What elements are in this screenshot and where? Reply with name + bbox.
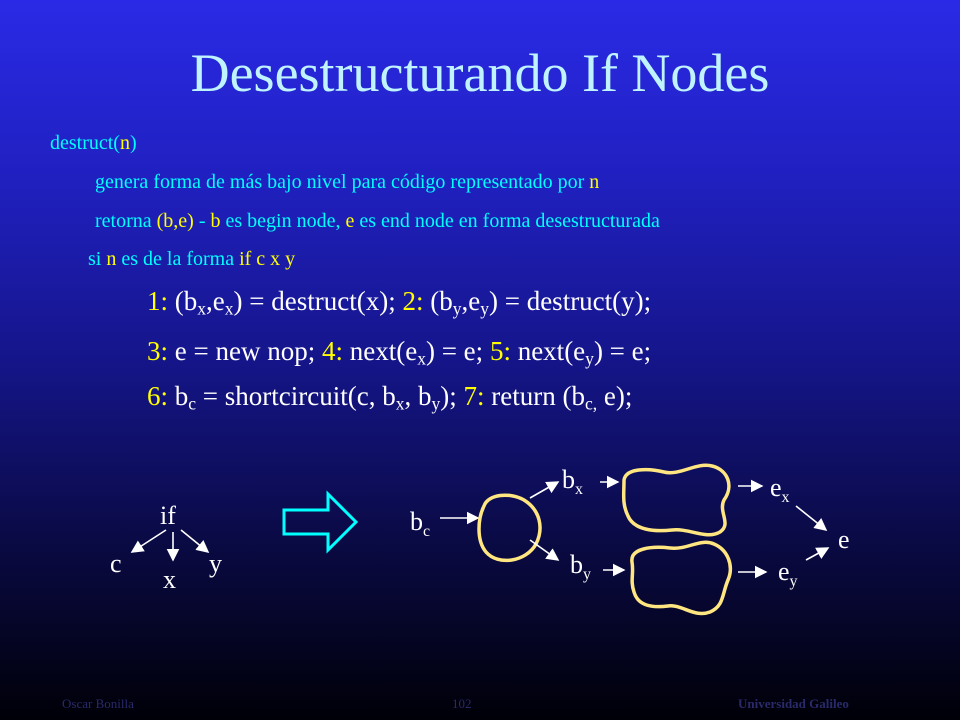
text-segment: destruct(	[50, 132, 120, 154]
line-si: si n es de la forma if c x y	[88, 248, 295, 271]
text-segment: b	[210, 210, 221, 232]
code-text: (b	[423, 286, 453, 316]
step-number: 1:	[147, 286, 169, 316]
code-text: );	[440, 381, 457, 411]
destructured-graph: bc bx by ex ey e	[410, 463, 850, 616]
tree-right-label: y	[209, 549, 222, 578]
step-line-6-7: 6: bc = shortcircuit(c, bx, by); 7: retu…	[147, 381, 632, 414]
footer-page-number: 102	[452, 696, 472, 711]
text-segment: retorna	[95, 210, 157, 232]
text-segment: n	[106, 248, 117, 270]
tree-root-label: if	[160, 501, 176, 530]
edge-ex-e	[795, 505, 828, 531]
node-bx-label: bx	[562, 465, 583, 498]
code-subscript: x	[197, 298, 207, 319]
code-subscript: x	[417, 348, 426, 369]
tree-edge-y	[180, 529, 210, 554]
text-segment: e	[345, 210, 355, 232]
code-subscript: y	[585, 348, 594, 369]
code-text: next(e	[342, 336, 418, 366]
text-segment: es de la forma	[116, 248, 240, 270]
step-number: 3:	[147, 336, 169, 366]
text-segment: genera forma de más bajo nivel para códi…	[95, 171, 590, 193]
text-segment: (b,e)	[156, 210, 194, 232]
footer-author: Oscar Bonilla	[62, 696, 134, 711]
code-text: return (b	[484, 381, 585, 411]
tree-left-label: c	[110, 549, 122, 578]
code-text: next(e	[510, 336, 586, 366]
line-destruct-signature: destruct(n)	[50, 132, 137, 155]
code-text: b	[168, 381, 189, 411]
node-by-label: by	[570, 550, 591, 583]
code-subscript: x	[395, 393, 405, 414]
text-segment: n	[119, 132, 130, 154]
edge-ey-e	[805, 547, 830, 561]
step-number: 7:	[463, 381, 485, 411]
code-subscript: y	[431, 393, 441, 414]
code-text: ) = e;	[425, 336, 484, 366]
line-retorna: retorna (b,e) - b es begin node, e es en…	[95, 210, 660, 233]
code-subscript: x	[224, 298, 234, 319]
code-text: ,e	[206, 286, 225, 316]
step-line-3-5: 3: e = new nop; 4: next(ex) = e; 5: next…	[147, 336, 651, 369]
node-bc-label: bc	[410, 507, 430, 540]
text-segment: es end node en forma desestructurada	[354, 210, 660, 232]
cond-block-shape	[477, 493, 542, 563]
code-text: = shortcircuit(c, b	[196, 381, 396, 411]
text-segment: -	[193, 210, 211, 232]
code-text: e = new nop;	[168, 336, 316, 366]
block-y-shape	[630, 540, 733, 616]
code-subscript: c	[188, 393, 197, 414]
code-text: (b	[168, 286, 198, 316]
edge-cond-by	[529, 539, 560, 561]
edge-cond-bx	[529, 481, 560, 499]
node-ex-label: ex	[770, 473, 790, 506]
if-tree: if c x y	[110, 501, 222, 594]
step-number: 6:	[147, 381, 169, 411]
block-x-shape	[621, 463, 731, 537]
footer-organization: Universidad Galileo	[738, 696, 849, 711]
step-line-1-2: 1: (bx,ex) = destruct(x); 2: (by,ey) = d…	[147, 286, 651, 319]
code-subscript: c,	[584, 393, 598, 414]
node-e-label: e	[838, 525, 850, 554]
text-segment: if c x y	[239, 248, 296, 270]
node-ey-label: ey	[778, 557, 798, 590]
tree-middle-label: x	[163, 565, 176, 594]
code-text: ) = destruct(x);	[233, 286, 396, 316]
slide-title: Desestructurando If Nodes	[190, 43, 770, 103]
text-segment: si	[88, 248, 107, 270]
code-text: , b	[404, 381, 432, 411]
line-genera: genera forma de más bajo nivel para códi…	[95, 171, 599, 194]
code-text: e);	[597, 381, 633, 411]
transform-arrow-icon	[282, 490, 359, 554]
tree-edge-c	[130, 529, 167, 553]
code-text: ) = destruct(y);	[488, 286, 652, 316]
code-text: ,e	[461, 286, 481, 316]
code-subscript: y	[480, 298, 489, 319]
code-text: ) = e;	[593, 336, 652, 366]
step-number: 2:	[402, 286, 424, 316]
code-subscript: y	[452, 298, 462, 319]
step-number: 5:	[489, 336, 511, 366]
step-number: 4:	[321, 336, 343, 366]
text-segment: es begin node,	[220, 210, 346, 232]
text-segment: n	[589, 171, 600, 193]
text-segment: )	[129, 132, 137, 154]
